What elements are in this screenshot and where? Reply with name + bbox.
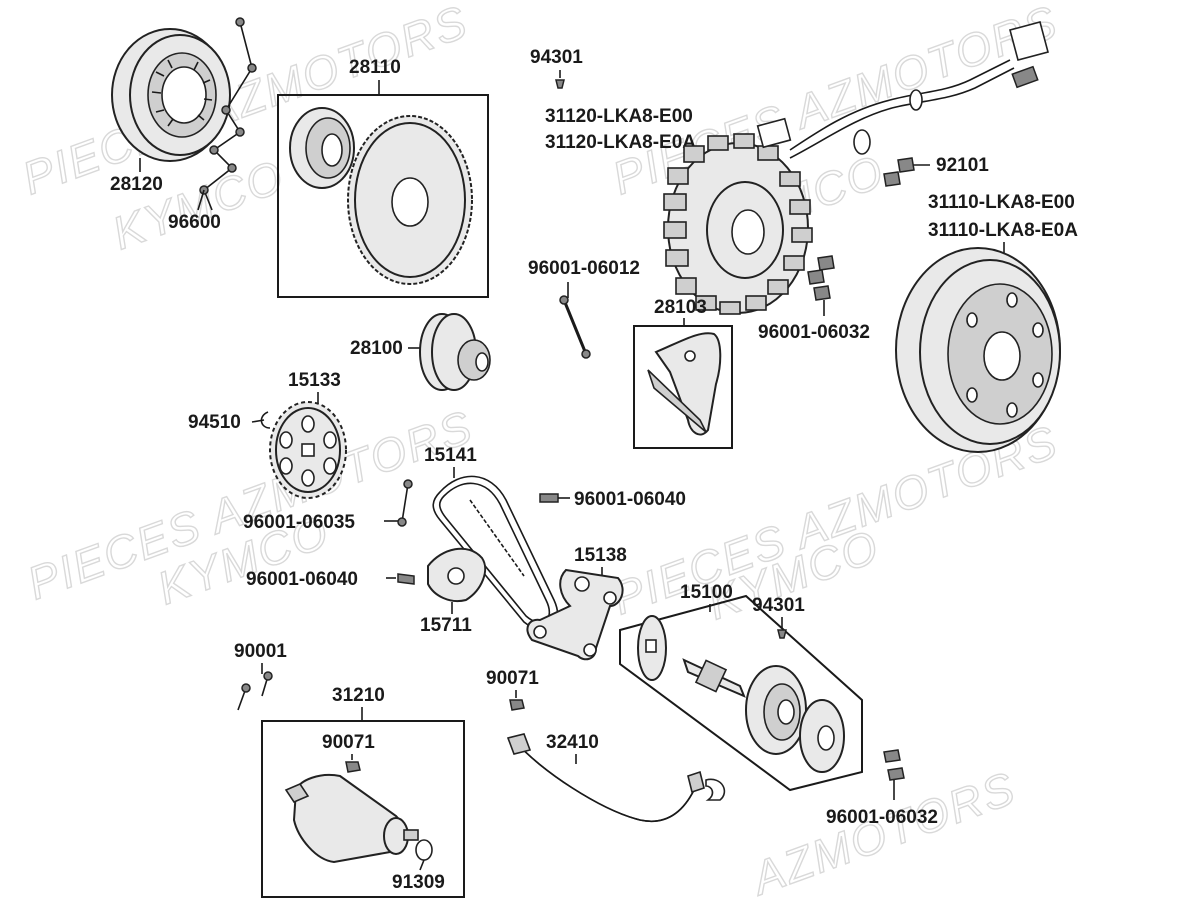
cam-chain-guide <box>427 547 487 602</box>
bolt <box>883 749 905 800</box>
starter-clutch <box>111 17 257 211</box>
bolt <box>539 493 559 503</box>
nut <box>509 699 525 711</box>
part-label: 91309 <box>392 872 445 893</box>
cam-sprocket <box>269 401 347 499</box>
part-label: 96001-06035 <box>243 512 355 533</box>
bolt <box>777 629 787 639</box>
part-label: 90001 <box>234 641 287 662</box>
part-label: 96001-06032 <box>758 322 870 343</box>
part-label: 96001-06040 <box>246 569 358 590</box>
tensioner-guide-box <box>633 325 733 449</box>
part-label: 15138 <box>574 545 627 566</box>
flywheel <box>895 247 1061 453</box>
part-label: 31110-LKA8-E0A <box>928 220 1078 241</box>
stator <box>663 21 1049 315</box>
part-label: 28120 <box>110 174 163 195</box>
bolt <box>397 573 415 585</box>
drive-pulley-assembly <box>637 615 845 773</box>
part-label: 31110-LKA8-E00 <box>928 192 1075 213</box>
bolt <box>397 479 413 527</box>
part-label: 96001-06012 <box>528 258 640 279</box>
drive-pulley-box <box>619 594 863 792</box>
part-label: 31120-LKA8-E00 <box>545 106 693 127</box>
o-ring <box>415 839 433 861</box>
bolt <box>807 255 835 301</box>
part-label: 92101 <box>936 155 989 176</box>
driven-gear <box>289 107 473 285</box>
part-label: 90071 <box>486 668 539 689</box>
watermark-text: AZMOTORS <box>743 761 1023 900</box>
starter-gear <box>419 313 491 391</box>
part-label: 15133 <box>288 370 341 391</box>
part-label: 15711 <box>420 615 472 636</box>
nut <box>345 761 361 773</box>
part-label: 96001-06040 <box>574 489 686 510</box>
part-label: 96001-06032 <box>826 807 938 828</box>
part-label: 28110 <box>349 57 401 78</box>
bolt <box>883 157 915 187</box>
part-label: 15141 <box>424 445 477 466</box>
part-label: 31210 <box>332 685 385 706</box>
part-label: 96600 <box>168 212 221 233</box>
part-label: 94510 <box>188 412 241 433</box>
bolt <box>237 671 273 711</box>
part-label: 32410 <box>546 732 599 753</box>
part-label: 28100 <box>350 338 403 359</box>
starter-cable <box>506 733 726 823</box>
part-label: 94301 <box>752 595 805 616</box>
chain-tensioner <box>526 568 624 661</box>
part-label: 28103 <box>654 297 707 318</box>
starter-motor <box>284 774 419 864</box>
starter-motor-box <box>261 720 465 898</box>
circlip <box>260 411 271 429</box>
part-label: 94301 <box>530 47 583 68</box>
part-label: 31120-LKA8-E0A <box>545 132 696 153</box>
bolt <box>562 299 588 355</box>
gear-assembly-box <box>277 94 489 298</box>
part-label: 90071 <box>322 732 375 753</box>
part-label: 15100 <box>680 582 733 603</box>
tensioner-guide <box>647 332 722 436</box>
